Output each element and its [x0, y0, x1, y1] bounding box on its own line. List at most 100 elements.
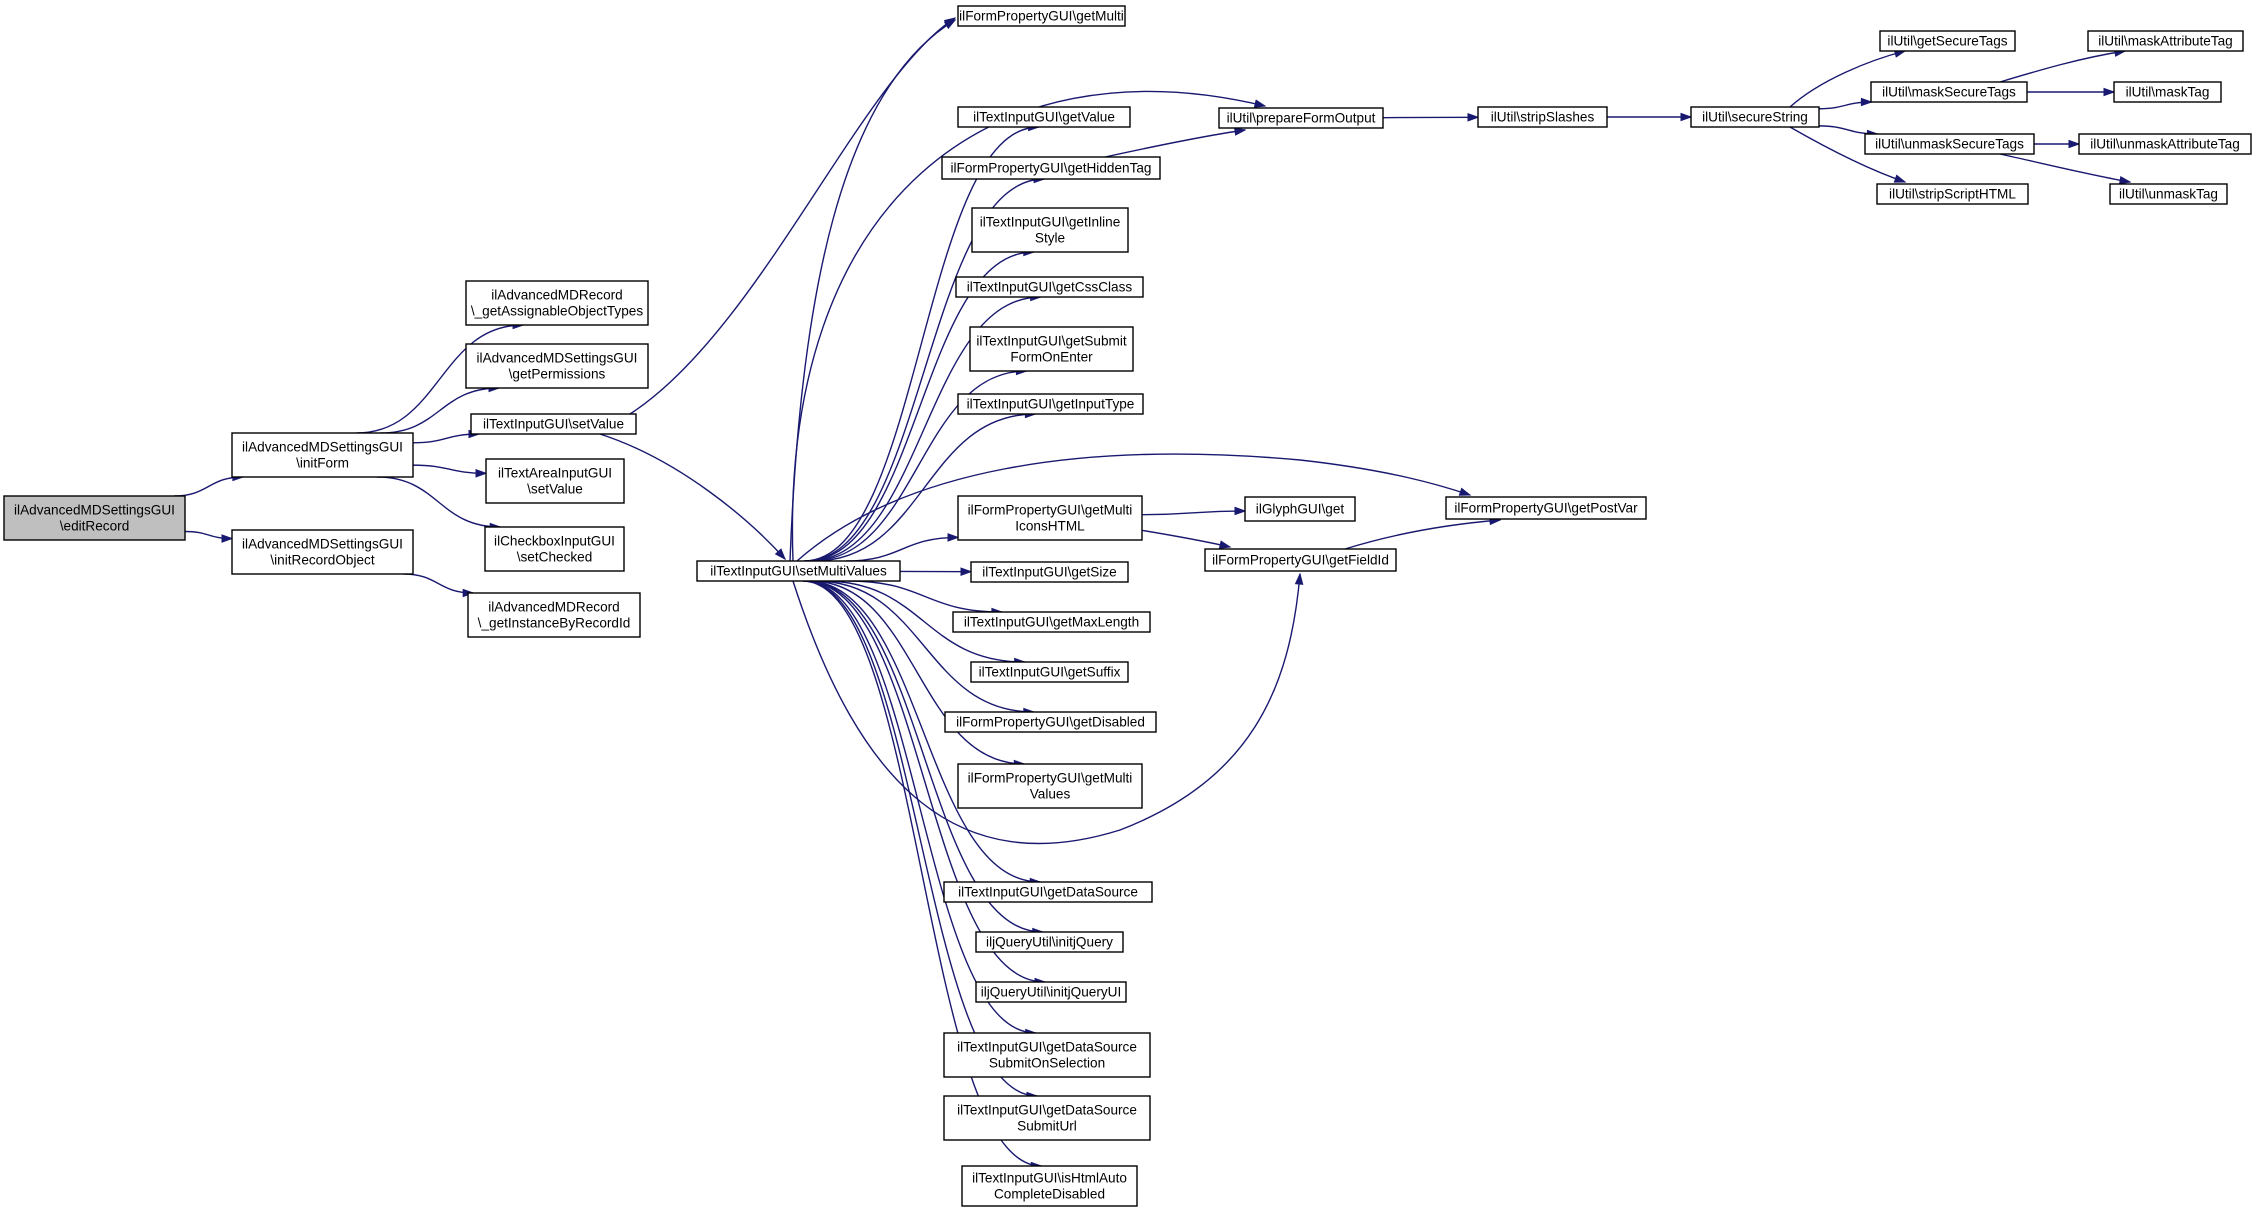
node-getDisabled[interactable]: ilFormPropertyGUI\getDisabled: [944, 711, 1157, 733]
call-edge-maskSecureTags-to-maskTag: [2027, 87, 2116, 97]
node-box: [465, 280, 649, 326]
node-getSize[interactable]: ilTextInputGUI\getSize: [970, 561, 1129, 583]
call-edge-setMultiValues-to-getSize: [899, 567, 973, 576]
node-getPermissions[interactable]: ilAdvancedMDSettingsGUI\getPermissions: [465, 343, 649, 389]
node-label-line: ilTextInputGUI\getSize: [982, 565, 1117, 580]
node-getInputType[interactable]: ilTextInputGUI\getInputType: [957, 393, 1144, 415]
node-maskTag[interactable]: ilUtil\maskTag: [2113, 81, 2222, 103]
node-getAssignable[interactable]: ilAdvancedMDRecord\_getAssignableObjectT…: [465, 280, 649, 326]
node-box: [943, 1032, 1151, 1078]
node-initRecordObject[interactable]: ilAdvancedMDSettingsGUI\initRecordObject: [231, 529, 414, 575]
edge-line: [1139, 529, 1231, 548]
node-getInstance[interactable]: ilAdvancedMDRecord\_getInstanceByRecordI…: [467, 592, 641, 638]
node-label-line: \initRecordObject: [270, 553, 374, 568]
node-setChecked[interactable]: ilCheckboxInputGUI\setChecked: [484, 526, 625, 572]
node-box: [961, 1165, 1138, 1207]
edge-line: [803, 126, 1039, 562]
node-unmaskTag[interactable]: ilUtil\unmaskTag: [2109, 183, 2228, 205]
node-initForm[interactable]: ilAdvancedMDSettingsGUI\initForm: [231, 432, 414, 478]
node-maskAttributeTag[interactable]: ilUtil\maskAttributeTag: [2087, 30, 2244, 52]
edge-line: [845, 536, 959, 562]
node-getPostVar[interactable]: ilFormPropertyGUI\getPostVar: [1445, 496, 1647, 520]
call-edge-setMultiValues-to-getMaxLength: [848, 580, 1004, 617]
node-box: [970, 561, 1129, 583]
call-edge-secureString-to-maskSecureTags: [1818, 97, 1873, 110]
node-initjQuery[interactable]: iljQueryUtil\initjQuery: [975, 931, 1124, 953]
node-label-line: \initForm: [296, 456, 349, 471]
node-unmaskSecureTags[interactable]: ilUtil\unmaskSecureTags: [1864, 133, 2035, 155]
edge-line: [803, 580, 1036, 1034]
edge-line: [1999, 50, 2126, 83]
node-box: [231, 529, 414, 575]
node-label-line: iljQueryUtil\initjQueryUI: [981, 985, 1122, 1000]
node-label-line: ilAdvancedMDRecord: [488, 600, 619, 615]
node-label-line: \_getInstanceByRecordId: [478, 616, 631, 631]
node-areaSetValue[interactable]: ilTextAreaInputGUI\setValue: [485, 458, 625, 504]
node-stripScriptHTML[interactable]: ilUtil\stripScriptHTML: [1876, 183, 2029, 205]
node-label-line: ilUtil\stripSlashes: [1491, 110, 1595, 125]
node-getMaxLength[interactable]: ilTextInputGUI\getMaxLength: [952, 611, 1151, 633]
call-edge-unmaskSecureTags-to-unmaskAttributeTag: [2034, 139, 2081, 149]
node-isHtmlAutoCompleteDisabled[interactable]: ilTextInputGUI\isHtmlAutoCompleteDisable…: [961, 1165, 1138, 1207]
node-initjQueryUI[interactable]: iljQueryUtil\initjQueryUI: [975, 981, 1127, 1003]
node-label-line: \_getAssignableObjectTypes: [471, 304, 643, 319]
node-label-line: ilUtil\unmaskSecureTags: [1875, 137, 2024, 152]
node-box: [971, 207, 1129, 253]
node-box: [957, 495, 1143, 541]
node-box: [484, 526, 625, 572]
node-maskSecureTags[interactable]: ilUtil\maskSecureTags: [1870, 81, 2028, 103]
node-label-line: ilAdvancedMDSettingsGUI: [477, 351, 638, 366]
node-label-line: ilTextInputGUI\getSubmit: [976, 334, 1127, 349]
node-box: [957, 763, 1143, 809]
node-box: [1445, 496, 1647, 520]
call-edge-secureString-to-stripScriptHTML: [1789, 126, 1907, 183]
call-edge-textSetValue-to-getMulti: [629, 17, 957, 415]
node-secureString[interactable]: ilUtil\secureString: [1690, 106, 1820, 128]
node-box: [1870, 81, 2028, 103]
node-getSuffix[interactable]: ilTextInputGUI\getSuffix: [970, 661, 1129, 683]
edge-line: [791, 90, 1266, 562]
node-glyphGet[interactable]: ilGlyphGUI\get: [1244, 496, 1356, 522]
arrowhead-icon: [1218, 540, 1232, 549]
call-edge-setMultiValues-to-prepareFormOutput: [791, 90, 1267, 562]
node-getMulti[interactable]: ilFormPropertyGUI\getMulti: [957, 5, 1126, 27]
node-label-line: ilTextInputGUI\getMaxLength: [964, 615, 1139, 630]
node-label-line: ilGlyphGUI\get: [1256, 502, 1345, 517]
edge-line: [1999, 153, 2131, 183]
node-getValue[interactable]: ilTextInputGUI\getValue: [957, 106, 1131, 128]
node-label-line: FormOnEnter: [1010, 350, 1093, 365]
node-getDataSource[interactable]: ilTextInputGUI\getDataSource: [943, 881, 1153, 903]
node-label-line: ilTextInputGUI\getInline: [980, 215, 1121, 230]
edge-line: [356, 324, 524, 434]
node-label-line: ilUtil\prepareFormOutput: [1227, 111, 1376, 126]
arrowhead-icon: [960, 567, 973, 576]
node-box: [485, 458, 625, 504]
node-getCssClass[interactable]: ilTextInputGUI\getCssClass: [955, 276, 1144, 298]
arrowhead-icon: [1893, 174, 1907, 183]
node-box: [943, 1095, 1151, 1141]
node-stripSlashes[interactable]: ilUtil\stripSlashes: [1477, 106, 1608, 128]
node-textSetValue[interactable]: ilTextInputGUI\setValue: [470, 413, 637, 435]
node-getHiddenTag[interactable]: ilFormPropertyGUI\getHiddenTag: [941, 156, 1161, 180]
node-unmaskAttributeTag[interactable]: ilUtil\unmaskAttributeTag: [2078, 133, 2252, 155]
node-box: [975, 931, 1124, 953]
node-box: [1864, 133, 2035, 155]
node-prepareFormOutput[interactable]: ilUtil\prepareFormOutput: [1218, 107, 1384, 129]
node-label-line: ilFormPropertyGUI\getHiddenTag: [951, 161, 1152, 176]
arrowhead-icon: [1234, 506, 1247, 516]
node-getSecureTags[interactable]: ilUtil\getSecureTags: [1879, 30, 2016, 52]
node-label-line: ilUtil\stripScriptHTML: [1889, 187, 2016, 202]
node-box: [957, 5, 1126, 27]
node-box: [957, 106, 1131, 128]
node-getDataSourceSubmitOnSelection[interactable]: ilTextInputGUI\getDataSourceSubmitOnSele…: [943, 1032, 1151, 1078]
node-editRecord[interactable]: ilAdvancedMDSettingsGUI\editRecord: [3, 495, 186, 541]
node-getFieldId[interactable]: ilFormPropertyGUI\getFieldId: [1204, 548, 1397, 572]
node-label-line: \setChecked: [517, 550, 593, 565]
node-setMultiValues[interactable]: ilTextInputGUI\setMultiValues: [696, 560, 901, 582]
call-edge-setMultiValues-to-getDataSourceSubmitOnSelection: [803, 580, 1038, 1038]
